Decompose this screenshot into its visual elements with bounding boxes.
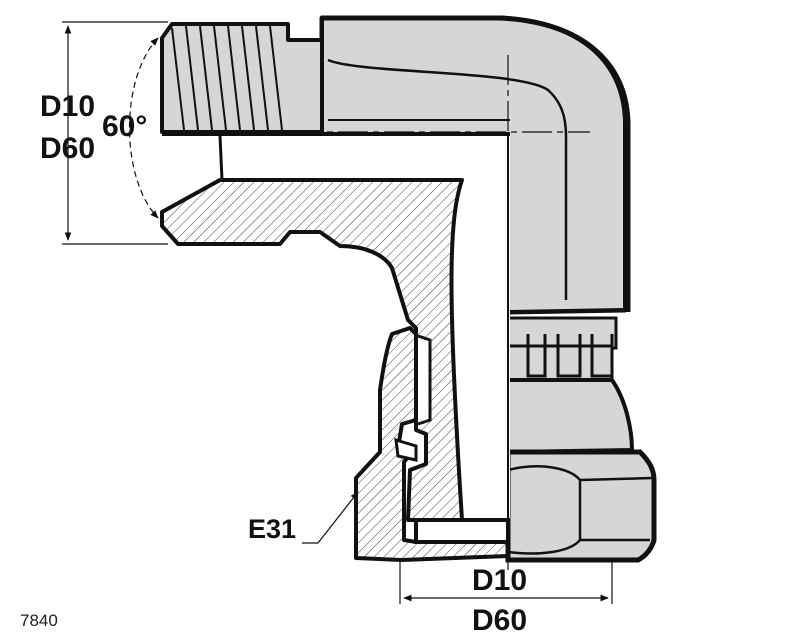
label-angle: 60°	[102, 110, 147, 143]
swivel-tooth-2	[556, 334, 582, 378]
angle-arc	[129, 37, 159, 219]
thread-end	[160, 22, 324, 134]
bore-horizontal	[162, 134, 510, 520]
elbow-body-fill	[322, 20, 623, 310]
elbow-outline	[322, 15, 631, 312]
label-drawing-code: 7840	[20, 611, 58, 630]
nut-inner-groove	[417, 334, 432, 426]
elbow-exterior	[319, 15, 657, 563]
hex-nut-flat-right	[579, 476, 653, 542]
label-bottom-bottom: D60	[472, 604, 527, 637]
swivel-tooth-1	[526, 334, 547, 378]
swivel-collar	[506, 344, 614, 382]
seal-ring-section	[394, 437, 418, 462]
labels: D10 D60 60° D10 D60 E31 7840	[20, 90, 527, 637]
thread-lines	[171, 25, 283, 131]
label-side-bottom: D60	[40, 132, 95, 165]
hex-nut-flat-left	[507, 465, 582, 555]
label-side-top: D10	[40, 90, 95, 123]
swivel-tooth-3	[590, 334, 614, 378]
swivel-ring	[506, 316, 618, 350]
cone-seat	[218, 135, 224, 181]
bottom-bore	[414, 518, 510, 544]
seal-leader	[302, 491, 359, 544]
elbow-hex-flat-upper	[327, 58, 568, 300]
nut-section-hatched	[354, 326, 510, 562]
nut-upper-body	[506, 378, 635, 455]
label-seal: E31	[248, 514, 296, 544]
dimensions	[62, 21, 613, 604]
section-view	[160, 22, 510, 562]
center-lines	[200, 55, 590, 570]
label-bottom-top: D10	[472, 564, 527, 597]
